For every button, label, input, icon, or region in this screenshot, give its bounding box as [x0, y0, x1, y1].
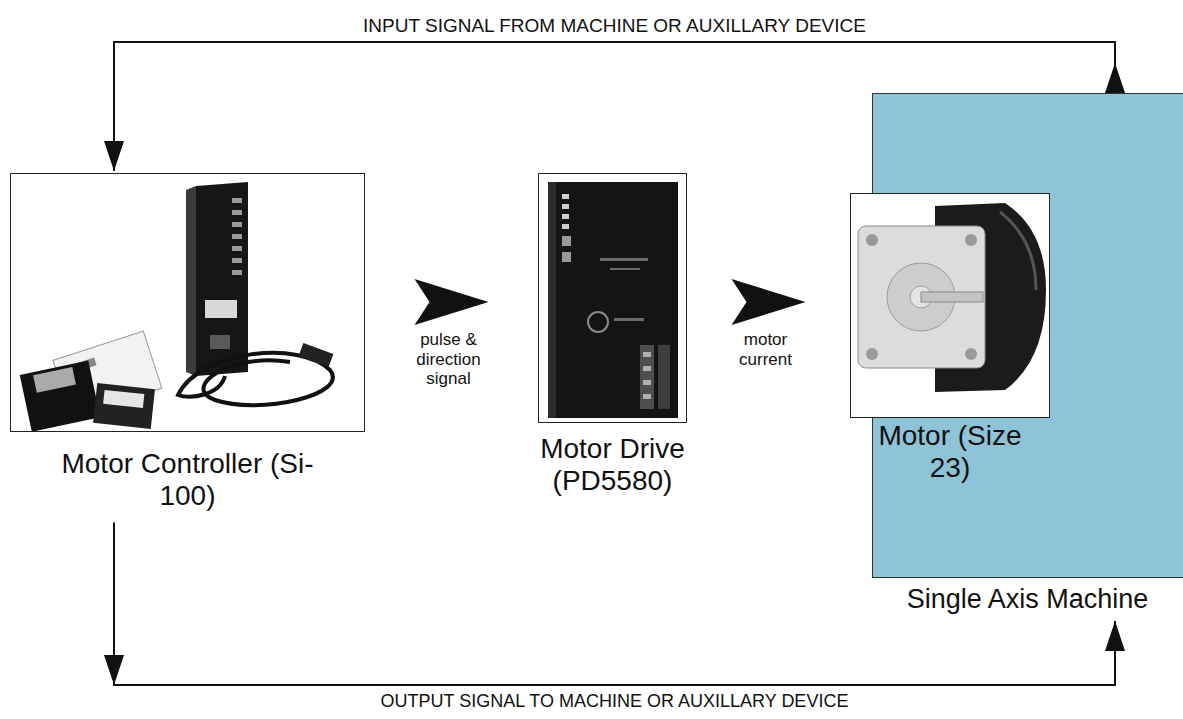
signal-connector — [415, 279, 489, 325]
drive-box-node: Motor Drive (PD5580) — [538, 173, 687, 497]
arrowhead — [1105, 63, 1125, 93]
indicator — [232, 234, 242, 239]
signal-connector — [732, 279, 806, 325]
connector-label: OUTPUT SIGNAL TO MACHINE OR AUXILLARY DE… — [377, 691, 853, 712]
indicator — [232, 258, 242, 263]
cable — [178, 353, 333, 405]
connector-label: pulse & direction signal — [399, 330, 499, 389]
floppy-disk — [20, 360, 101, 431]
motor-box — [850, 193, 1050, 418]
mounting-hole — [965, 348, 977, 360]
motor-shaft — [921, 292, 983, 302]
drive-side — [548, 182, 556, 418]
indicator — [232, 222, 242, 227]
drive-box — [538, 173, 687, 423]
mounting-hole — [866, 234, 878, 246]
dip-switch — [562, 214, 569, 219]
panel-print — [614, 318, 644, 321]
terminal-screw — [643, 366, 651, 371]
floppy-disk — [93, 383, 155, 429]
unit-label — [205, 300, 237, 318]
mounting-hole — [866, 348, 878, 360]
connector-label: INPUT SIGNAL FROM MACHINE OR AUXILLARY D… — [359, 15, 870, 37]
connector-port — [210, 335, 230, 349]
motor-box-node: Motor (Size 23) — [850, 193, 1050, 484]
flow-arrow — [415, 279, 489, 325]
node-caption: Single Axis Machine — [872, 584, 1183, 615]
dip-switch — [562, 236, 571, 246]
drive-body — [548, 182, 678, 418]
connector-label: motor current — [728, 330, 804, 369]
motor-photo — [858, 203, 1046, 392]
node-caption: Motor Drive (PD5580) — [513, 433, 713, 497]
disk-label — [103, 390, 144, 408]
arrowhead — [104, 655, 124, 685]
terminal-block — [658, 345, 670, 409]
drive-photo — [548, 182, 678, 418]
manual-logo — [66, 358, 97, 375]
terminal-block — [640, 345, 654, 409]
motor-flange — [858, 226, 985, 368]
indicator — [232, 270, 242, 275]
terminal-screw — [643, 380, 651, 385]
panel-print — [610, 268, 640, 270]
terminal-screw — [643, 394, 651, 399]
terminal-screw — [643, 352, 651, 357]
indicator — [232, 246, 242, 251]
machine-band-node: Single Axis MachineMotor (Size 23) — [872, 93, 1183, 615]
drive-logo — [588, 312, 608, 332]
controller-box-node: Motor Controller (Si-100) — [10, 173, 365, 512]
dip-switch — [562, 224, 569, 229]
indicator — [232, 210, 242, 215]
motor-hub — [887, 263, 955, 331]
manual-sheet — [53, 331, 162, 417]
indicator — [232, 198, 242, 203]
motor-body-highlight — [1000, 212, 1036, 290]
dip-switch — [562, 204, 569, 209]
mounting-hole — [965, 234, 977, 246]
controller-unit-front — [196, 182, 248, 376]
arrowhead — [104, 141, 124, 171]
controller-box — [10, 173, 365, 432]
controller-unit-side — [186, 186, 196, 376]
flow-arrow — [732, 279, 806, 325]
panel-print — [600, 258, 648, 261]
node-caption: Motor Controller (Si-100) — [48, 448, 328, 512]
arrowhead — [1105, 621, 1125, 651]
disk-shutter — [33, 367, 76, 393]
motor-body — [935, 203, 1046, 392]
dip-switch — [562, 194, 569, 199]
node-caption: Motor (Size 23) — [860, 420, 1040, 484]
controller-photo — [20, 182, 334, 432]
cable-plug — [299, 343, 334, 367]
dip-switch — [562, 252, 571, 262]
motor-hub-inner — [910, 286, 932, 308]
